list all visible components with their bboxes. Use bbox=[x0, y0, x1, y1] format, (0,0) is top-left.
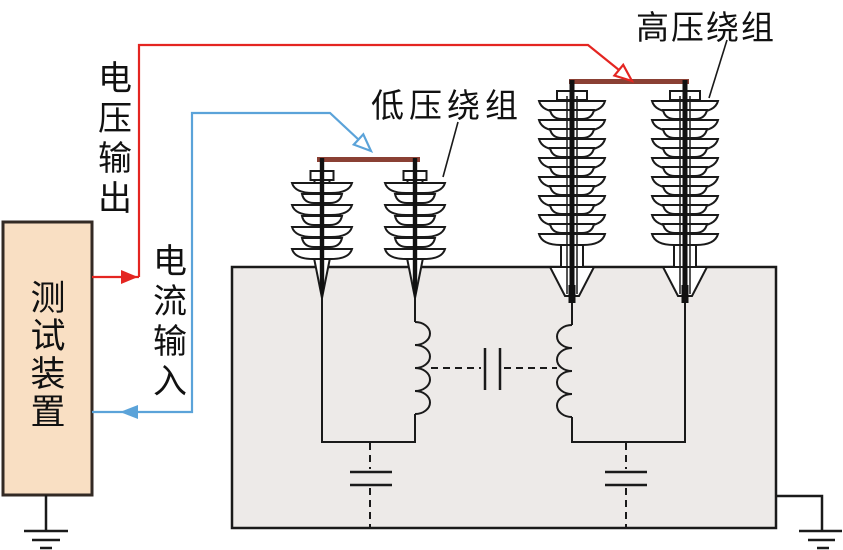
device-ground-symbol bbox=[24, 495, 68, 550]
lv-label-pointer-line bbox=[442, 121, 459, 178]
current-input-line bbox=[92, 111, 374, 419]
current-input-arrowhead bbox=[120, 405, 138, 419]
current-input-pointer-arrowhead bbox=[351, 132, 374, 153]
lv-winding-coil bbox=[414, 321, 431, 415]
hv-winding-loop bbox=[556, 300, 686, 443]
lv-bushing-left bbox=[291, 158, 353, 299]
hv-bushing-right bbox=[651, 80, 719, 303]
hv-winding-label: 高压绕组 bbox=[636, 11, 776, 47]
test-device-box bbox=[1, 220, 94, 497]
lv-bushing-right bbox=[384, 158, 446, 299]
lv-terminal-bar bbox=[317, 157, 420, 162]
coupling-capacitor bbox=[431, 348, 557, 390]
hv-terminal-bar bbox=[569, 79, 689, 84]
voltage-output-arrowhead bbox=[121, 270, 138, 284]
lv-ground-capacitance bbox=[350, 443, 392, 527]
lv-winding-label: 低压绕组 bbox=[371, 89, 523, 125]
voltage-output-line bbox=[92, 43, 635, 284]
voltage-output-label: 电压输出 bbox=[98, 61, 132, 218]
transformer-tank bbox=[230, 265, 778, 530]
test-device-label: 测试装置 bbox=[30, 279, 66, 432]
current-input-label: 电流输入 bbox=[153, 244, 187, 401]
tank-ground-symbol bbox=[776, 494, 842, 550]
lv-winding-loop bbox=[321, 296, 431, 443]
hv-bushing-left bbox=[538, 80, 606, 303]
hv-label-pointer-line bbox=[708, 39, 728, 99]
voltage-output-pointer-arrowhead bbox=[612, 62, 635, 83]
hv-ground-capacitance bbox=[605, 443, 647, 527]
hv-winding-coil bbox=[556, 324, 573, 418]
